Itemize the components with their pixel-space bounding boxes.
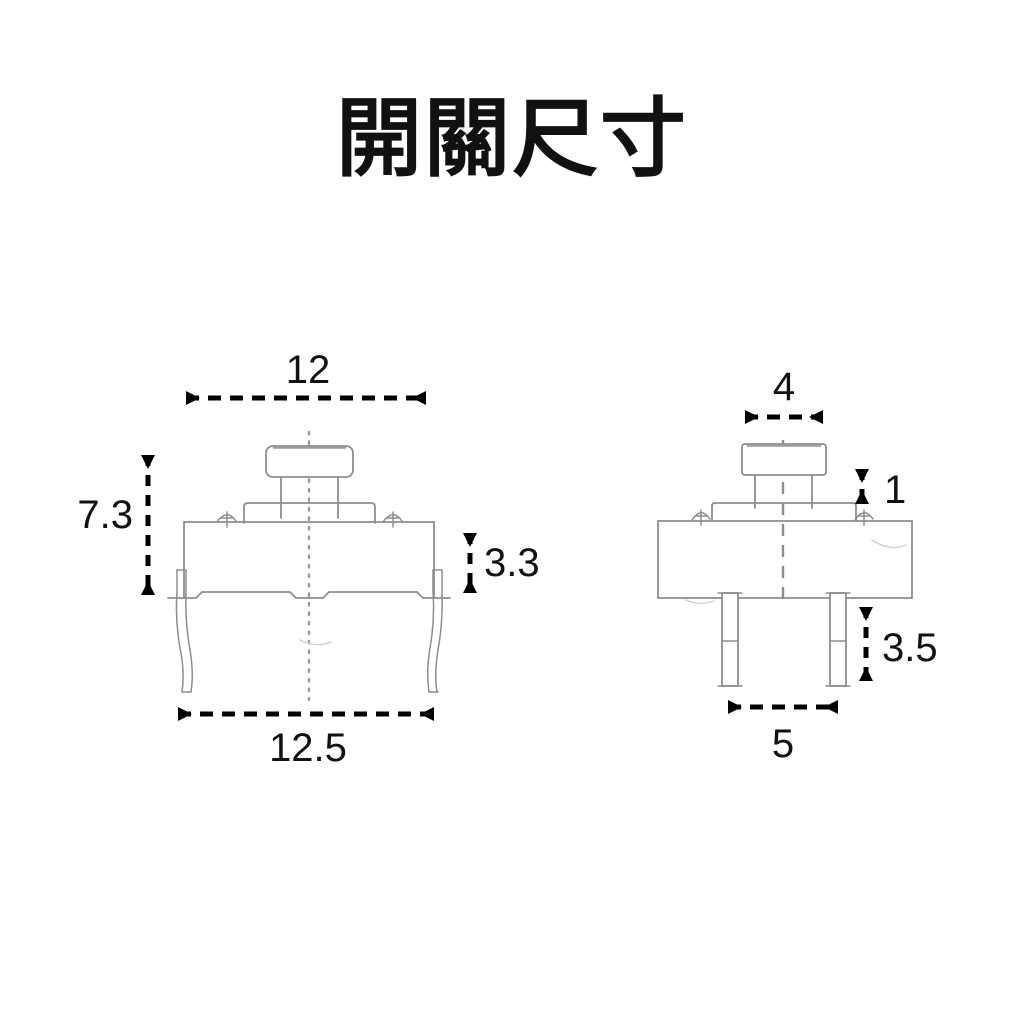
dimension-label-12: 12	[286, 348, 331, 392]
dimension-side-stem-height: 1	[855, 468, 906, 512]
side-view-group: 4 1 3.5 5	[657, 365, 938, 766]
side-shoulder-plate	[711, 502, 857, 522]
front-rivet-marks	[216, 511, 403, 528]
dimension-label-3-5: 3.5	[882, 626, 938, 670]
front-button-stem	[280, 476, 339, 519]
dimension-side-pin-pitch: 5	[728, 700, 838, 766]
dimension-front-body-height: 3.3	[463, 533, 540, 593]
dimension-side-cap-width: 4	[745, 365, 823, 424]
front-view-group: 12 7.3 3.3 12.5	[77, 348, 539, 770]
front-body-housing	[167, 521, 451, 599]
front-view-smudge	[299, 639, 332, 646]
side-pin-left	[717, 592, 743, 687]
dimension-label-4: 4	[773, 365, 795, 409]
side-body-housing	[657, 520, 913, 599]
dimension-front-width-top: 12	[186, 348, 426, 405]
front-terminal-leg-right	[426, 569, 443, 693]
dimension-label-1: 1	[884, 468, 906, 512]
dimension-front-width-bottom: 12.5	[178, 707, 434, 770]
side-rivet-marks	[691, 509, 874, 526]
dimension-front-total-height: 7.3	[77, 455, 155, 595]
dimension-label-7-3: 7.3	[77, 493, 133, 537]
front-terminal-leg-left	[175, 569, 194, 693]
side-button-cap	[741, 443, 827, 476]
front-shoulder-plate	[243, 502, 376, 524]
dimension-label-5: 5	[772, 722, 794, 766]
page-title: 開關尺寸	[336, 91, 688, 187]
dimension-label-3-3: 3.3	[484, 541, 540, 585]
dimension-side-pin-length: 3.5	[859, 607, 938, 681]
front-button-cap	[265, 445, 354, 478]
dimension-label-12-5: 12.5	[269, 726, 347, 770]
side-view-smudge	[871, 539, 907, 549]
side-pin-right	[825, 592, 851, 687]
side-view-smudge-2	[685, 599, 715, 604]
